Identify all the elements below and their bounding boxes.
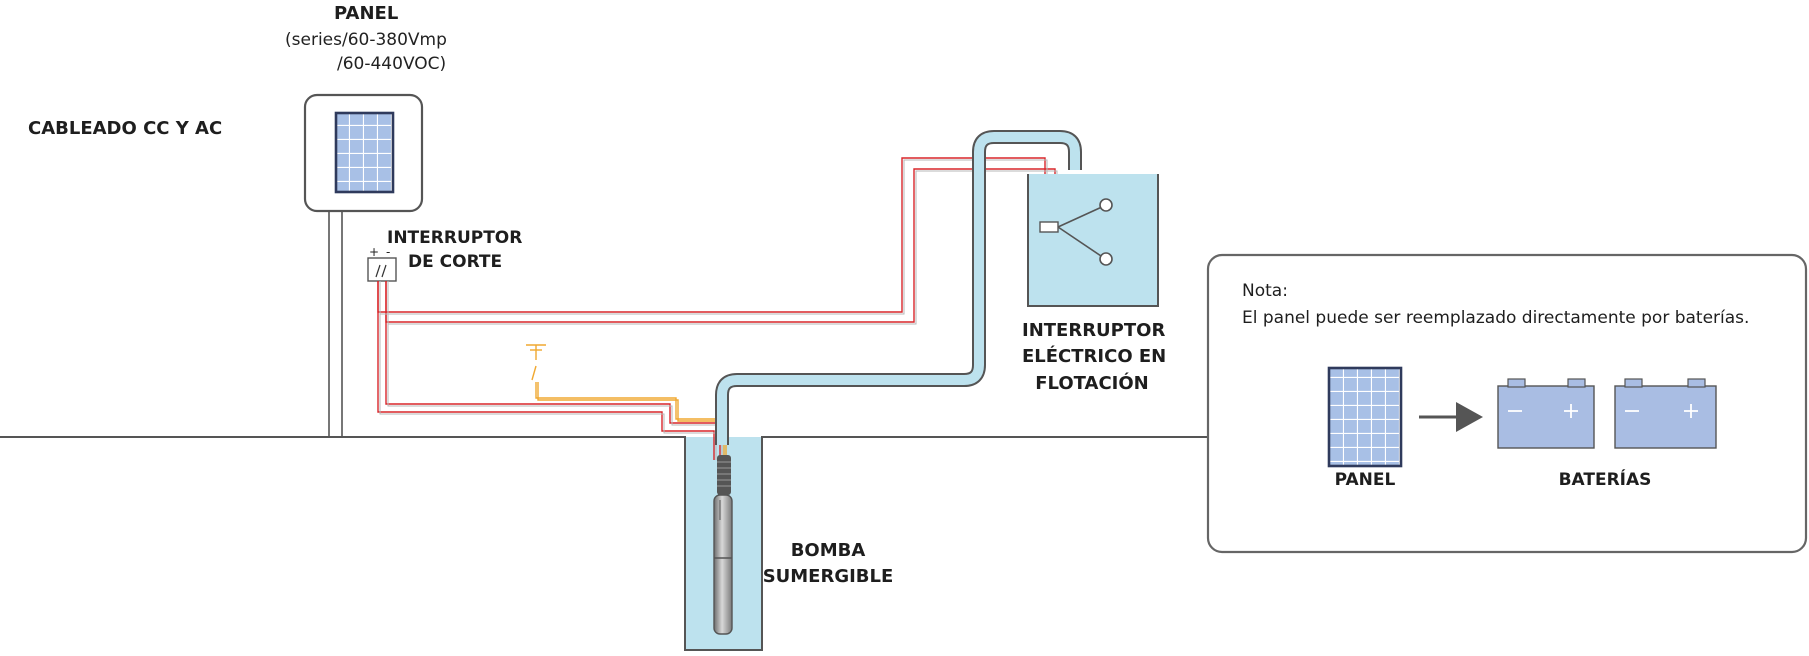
float-switch-label-3: FLOTACIÓN [1035, 373, 1149, 394]
diagram-title: CABLEADO CC Y AC [28, 118, 223, 139]
panel-spec-line-1: (series/60-380Vmp [285, 30, 447, 50]
battery-icon [1614, 378, 1717, 449]
float-switch [1039, 198, 1113, 266]
solar-panel-icon [334, 111, 395, 194]
note-text: El panel puede ser reemplazado directame… [1242, 308, 1750, 328]
battery-icon [1497, 378, 1595, 449]
note-panel-label: PANEL [1334, 470, 1396, 490]
ground-line [0, 436, 1208, 651]
water-tank [1027, 174, 1159, 307]
note-heading: Nota: [1242, 281, 1288, 301]
svg-text:-: - [386, 245, 390, 259]
svg-text:+: + [369, 245, 379, 259]
water-pipe [715, 130, 1082, 445]
disconnect-switch: + - [367, 245, 397, 282]
float-switch-label-2: ELÉCTRICO EN [1022, 346, 1167, 367]
disconnect-switch-label-1: INTERRUPTOR [387, 228, 523, 248]
float-switch-label-1: INTERRUPTOR [1022, 320, 1166, 341]
disconnect-switch-label-2: DE CORTE [408, 252, 503, 272]
panel-spec-line-2: /60-440VOC) [337, 54, 447, 74]
pump-label-2: SUMERGIBLE [762, 566, 894, 587]
submersible-pump [713, 455, 733, 635]
panel-pole [328, 210, 343, 437]
pump-label-1: BOMBA [790, 540, 866, 561]
note-batteries-label: BATERÍAS [1558, 470, 1652, 490]
panel-label: PANEL [334, 3, 399, 24]
arrow-icon [1419, 402, 1483, 432]
note-panel-icon [1327, 366, 1403, 468]
